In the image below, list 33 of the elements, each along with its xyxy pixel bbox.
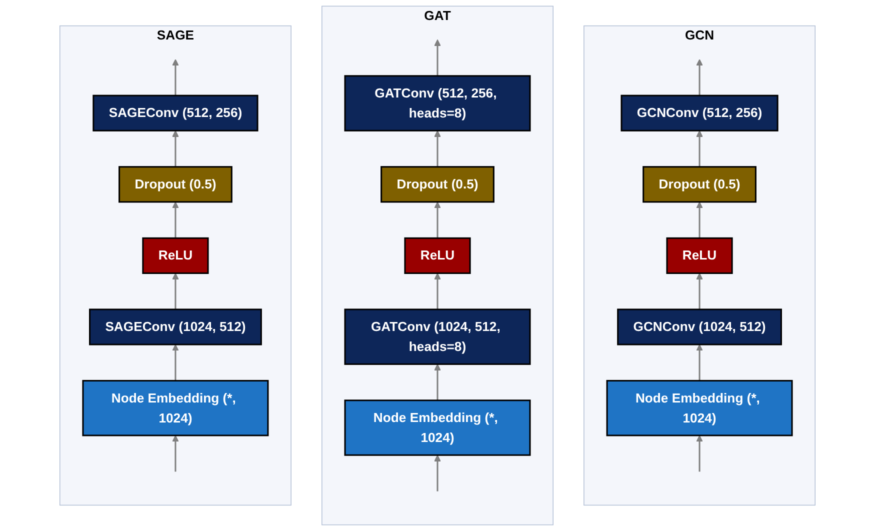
arrow (172, 130, 179, 167)
arrow (172, 435, 179, 472)
node-box: Node Embedding (*, 1024) (344, 400, 531, 456)
arrow (172, 202, 179, 238)
node-box: ReLU (666, 237, 733, 274)
arrow (696, 130, 703, 167)
arrow (696, 202, 703, 238)
arrow (434, 272, 441, 310)
node-box: SAGEConv (1024, 512) (89, 308, 262, 346)
arrow (434, 202, 441, 238)
node-box: SAGEConv (512, 256) (92, 94, 258, 132)
arrow (696, 435, 703, 472)
arrow (434, 364, 441, 400)
arrow (434, 454, 441, 492)
node-box: Node Embedding (*, 1024) (82, 380, 269, 436)
node-box: GATConv (512, 256, heads=8) (344, 75, 531, 132)
node-box: Node Embedding (*, 1024) (606, 380, 793, 436)
node-box: GATConv (1024, 512, heads=8) (344, 308, 531, 365)
arrow (696, 59, 703, 96)
node-box: GCNConv (1024, 512) (617, 308, 782, 346)
arrow (696, 344, 703, 381)
arrow (172, 344, 179, 381)
node-box: Dropout (0.5) (380, 166, 494, 203)
arrow (172, 59, 179, 96)
arrow (696, 272, 703, 310)
arrow (172, 272, 179, 310)
node-box: ReLU (142, 237, 209, 274)
node-box: Dropout (0.5) (642, 166, 756, 203)
node-box: GCNConv (512, 256) (620, 94, 778, 132)
node-box: ReLU (404, 237, 471, 274)
node-box: Dropout (0.5) (118, 166, 232, 203)
arrow (434, 130, 441, 167)
arrow (434, 39, 441, 76)
